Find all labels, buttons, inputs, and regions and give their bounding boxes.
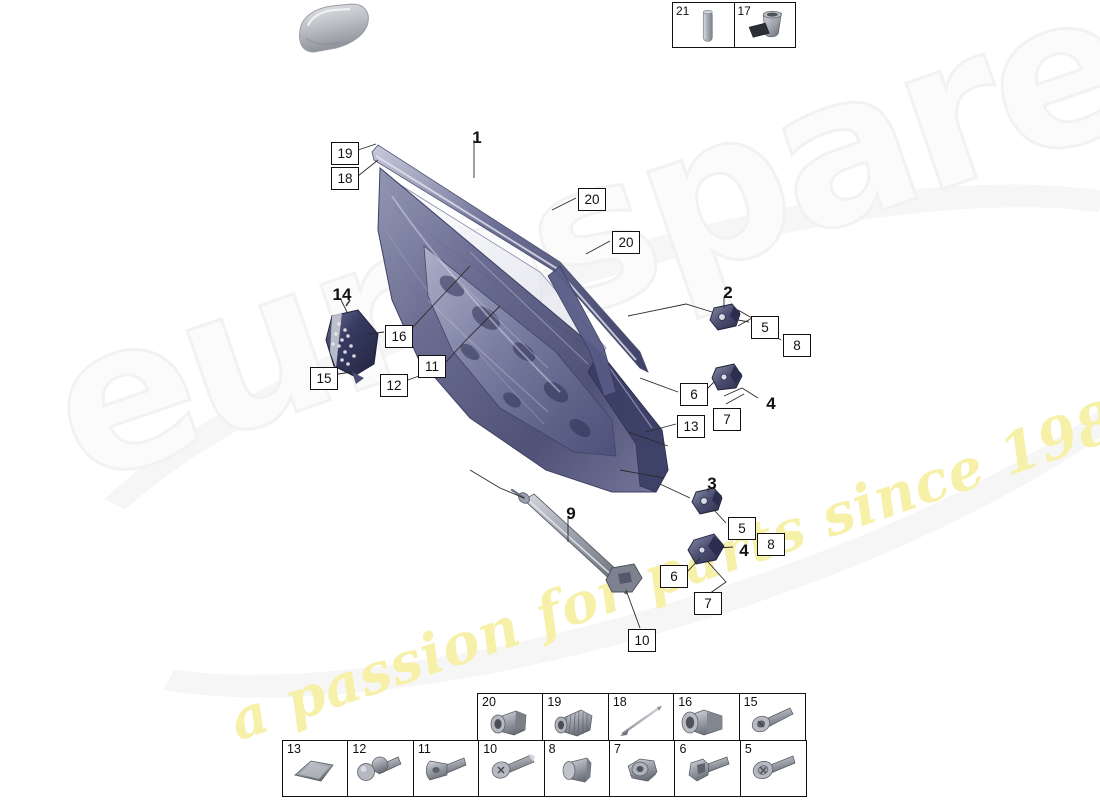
callout-6[interactable]: 6 — [660, 565, 688, 588]
legend-cell-number: 21 — [676, 4, 690, 18]
latch-grille-part-14 — [325, 299, 379, 384]
callout-11[interactable]: 11 — [418, 355, 446, 378]
upper-hinge-part-2 — [709, 303, 741, 331]
legend-cell-number: 15 — [743, 695, 758, 709]
knurled-insert-nut-icon — [543, 694, 608, 749]
legend-cell-number: 12 — [352, 742, 367, 756]
legend-cell-number: 8 — [548, 742, 556, 756]
door-shell — [371, 144, 669, 493]
lower-bracket-part-6b — [687, 533, 725, 565]
callout-4[interactable]: 4 — [739, 540, 749, 560]
callout-18[interactable]: 18 — [331, 167, 359, 190]
callout-10[interactable]: 10 — [628, 629, 656, 652]
sleeve-bushing-icon — [702, 10, 713, 42]
grommet-cup-icon — [748, 10, 782, 38]
legend-cell-10[interactable]: 10 — [478, 740, 546, 797]
legend-cell-5[interactable]: 5 — [739, 740, 807, 797]
legend-cell-12[interactable]: 12 — [347, 740, 415, 797]
door-check-strut-part-9 — [510, 488, 643, 595]
callout-15[interactable]: 15 — [310, 367, 338, 390]
ball-stud-bolt-icon — [348, 741, 413, 796]
callout-13[interactable]: 13 — [677, 415, 705, 438]
legend-cell-11[interactable]: 11 — [412, 740, 480, 797]
callout-5[interactable]: 5 — [751, 316, 779, 339]
legend-cell-17[interactable]: 17 — [735, 3, 796, 47]
callout-1[interactable]: 1 — [472, 127, 482, 147]
legend-cell-number: 17 — [737, 4, 751, 18]
legend-cell-number: 7 — [614, 742, 621, 756]
callout-5[interactable]: 5 — [728, 517, 756, 540]
square-head-bolt-icon — [675, 741, 740, 796]
legend-cell-number: 19 — [547, 695, 562, 709]
legend-cell-6[interactable]: 6 — [674, 740, 742, 797]
legend-cell-number: 10 — [483, 742, 498, 756]
top-legend-box: 21 17 — [672, 2, 796, 48]
callout-7[interactable]: 7 — [694, 592, 722, 615]
legend-cell-number: 13 — [287, 742, 301, 756]
legend-cell-8[interactable]: 8 — [543, 740, 611, 797]
callout-8[interactable]: 8 — [757, 533, 785, 556]
callout-19[interactable]: 19 — [331, 142, 359, 165]
flange-nut-icon — [478, 694, 543, 749]
callout-7[interactable]: 7 — [713, 408, 741, 431]
pad-plate-icon — [283, 741, 348, 796]
flange-nut-hex-icon — [610, 741, 675, 796]
countersunk-bolt-icon — [414, 741, 479, 796]
hex-socket-bolt-icon — [479, 741, 544, 796]
washer-head-bolt-icon — [741, 741, 806, 796]
callout-14[interactable]: 14 — [332, 284, 352, 304]
legend-cell-number: 5 — [744, 742, 752, 756]
lower-hinge-part-3 — [691, 487, 723, 515]
callout-2[interactable]: 2 — [723, 282, 733, 302]
legend-cell-number: 20 — [482, 695, 496, 709]
callout-9[interactable]: 9 — [566, 503, 576, 523]
callout-16[interactable]: 16 — [385, 325, 413, 348]
leader-lines — [337, 140, 782, 629]
legend-row-bottom: 13 12 11 10 8 — [282, 740, 807, 797]
legend-cell-13[interactable]: 13 — [282, 740, 349, 797]
callout-6[interactable]: 6 — [680, 383, 708, 406]
callout-3[interactable]: 3 — [707, 473, 717, 493]
legend-cell-number: 11 — [417, 742, 431, 756]
callout-8[interactable]: 8 — [783, 334, 811, 357]
callout-12[interactable]: 12 — [380, 374, 408, 397]
legend-cell-number: 16 — [678, 695, 693, 709]
trim-cover-part — [299, 3, 369, 53]
collar-bolt-icon — [674, 694, 739, 749]
legend-cell-number: 18 — [612, 695, 627, 709]
legend-cell-7[interactable]: 7 — [609, 740, 677, 797]
pin-needle-icon — [609, 694, 674, 749]
callout-20[interactable]: 20 — [578, 188, 606, 211]
callout-20[interactable]: 20 — [612, 231, 640, 254]
cylindrical-bush-icon — [545, 741, 610, 796]
legend-cell-21[interactable]: 21 — [673, 3, 735, 47]
legend-cell-number: 6 — [679, 742, 687, 756]
flanged-screw-icon — [740, 694, 805, 749]
callout-4[interactable]: 4 — [766, 393, 776, 413]
lower-bracket-part-6a — [711, 363, 743, 391]
